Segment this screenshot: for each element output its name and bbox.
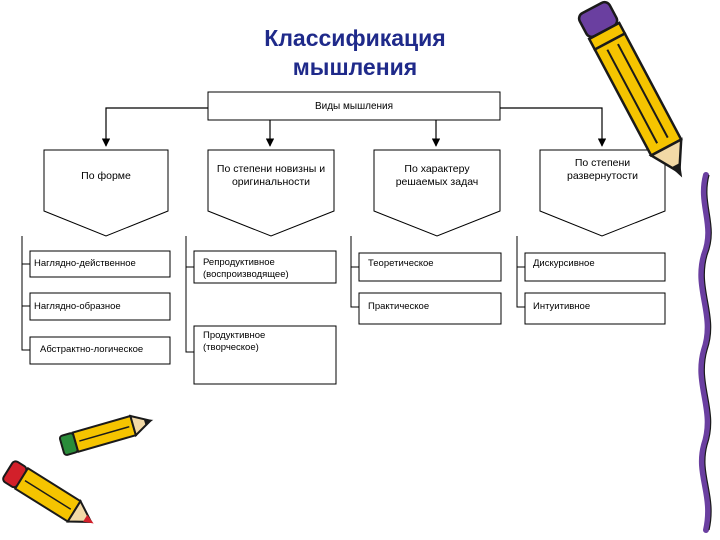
item-label-1-1: Наглядно-действенное <box>34 258 136 269</box>
connector-to-category-1 <box>101 107 208 147</box>
item-boxes <box>29 250 666 385</box>
item-box-2-2 <box>193 325 337 385</box>
category-4-shape <box>539 149 666 237</box>
connector-to-category-4 <box>500 107 607 147</box>
item-box-2-1 <box>193 250 337 284</box>
item-label-4-2: Интуитивное <box>533 301 591 312</box>
item-box-1-2 <box>29 292 171 321</box>
bracket-category-1 <box>21 236 30 351</box>
root-node-box <box>207 91 501 121</box>
item-label-2-2: Продуктивное (творческое) <box>203 330 266 353</box>
title-line-2: мышления <box>292 54 418 80</box>
category-4-label: По степени развернутости <box>566 157 639 182</box>
item-box-3-2 <box>358 292 502 325</box>
item-label-1-3: Абстрактно-логическое <box>40 344 144 355</box>
item-label-1-2: Наглядно-образное <box>34 301 121 312</box>
root-node: Виды мышления <box>314 100 394 112</box>
category-2-label: По степени новизны и оригинальности <box>216 163 326 188</box>
item-box-1-1 <box>29 250 171 278</box>
bracket-category-4 <box>516 236 525 308</box>
pencil-icon-large <box>577 0 683 178</box>
category-1-shape <box>43 149 169 237</box>
item-box-4-1 <box>524 252 666 282</box>
diagram-title: Классификация мышления <box>200 24 510 82</box>
item-box-4-2 <box>524 292 666 325</box>
bracket-category-3 <box>350 236 359 308</box>
item-label-3-1: Теоретическое <box>368 258 434 269</box>
squiggle-stroke <box>698 172 712 533</box>
title-line-1: Классификация <box>264 25 446 51</box>
category-3-label: По характеру решаемых задач <box>395 163 479 188</box>
category-shapes <box>43 149 666 237</box>
category-1-label: По форме <box>81 169 131 182</box>
item-label-3-2: Практическое <box>368 301 430 312</box>
item-label-4-1: Дискурсивное <box>533 258 595 269</box>
bracket-category-2 <box>185 236 194 353</box>
item-label-2-1: Репродуктивное (воспроизводящее) <box>203 257 289 280</box>
item-box-3-1 <box>358 252 502 282</box>
root-connectors <box>101 107 607 147</box>
item-connectors <box>21 236 525 353</box>
category-2-shape <box>207 149 335 237</box>
category-3-shape <box>373 149 501 237</box>
pencils-icon-pair <box>2 414 154 524</box>
item-box-1-3 <box>29 336 171 365</box>
